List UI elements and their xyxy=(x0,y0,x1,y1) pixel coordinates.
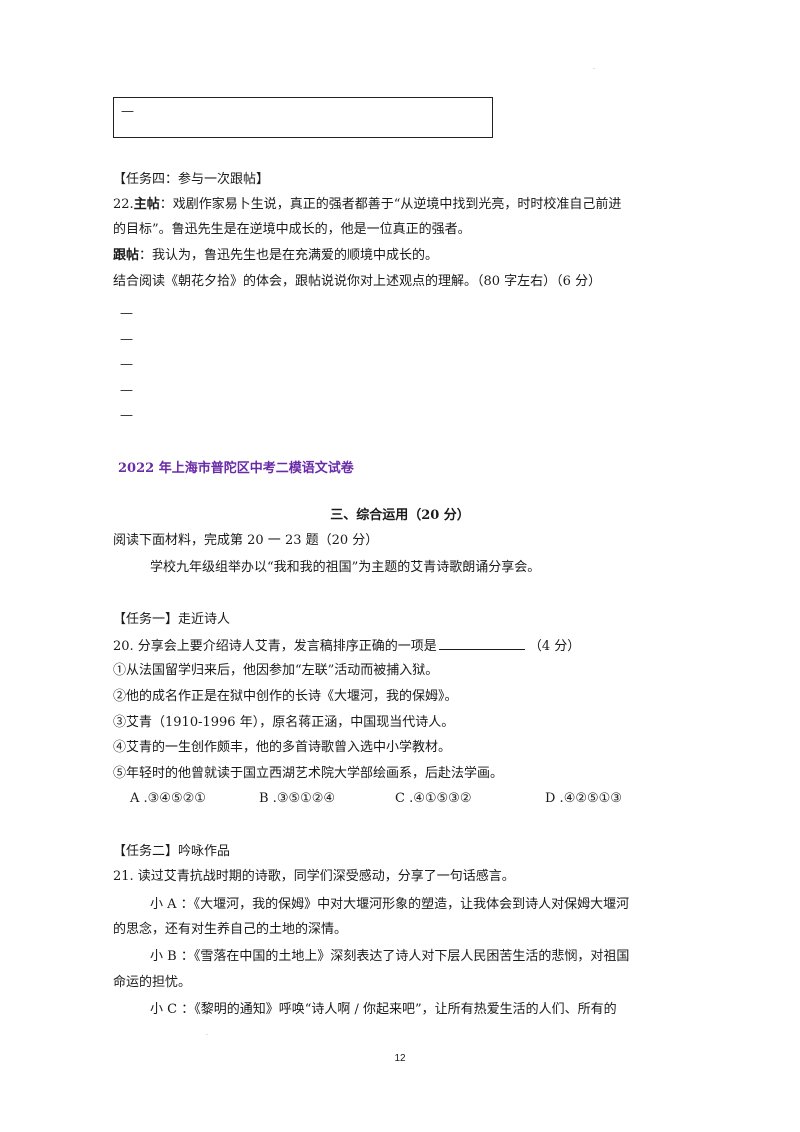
answer-line-5[interactable]: — xyxy=(120,408,133,423)
q20-item-3: ③艾青（1910-1996 年），原名蒋正涵，中国现当代诗人。 xyxy=(113,715,455,730)
answer-line-3[interactable]: — xyxy=(120,357,133,372)
task2-heading: 【任务二】吟咏作品 xyxy=(113,844,231,859)
answer-line-2[interactable]: — xyxy=(120,332,133,347)
section-title: 三、综合运用（20 分） xyxy=(330,508,470,523)
q20-score: （4 分） xyxy=(528,639,581,654)
q20-stem: 20. 分享会上要介绍诗人艾青，发言稿排序正确的一项是 （4 分） xyxy=(113,637,580,655)
page-number: 12 xyxy=(394,1053,406,1064)
q22-reply-post: 跟帖：我认为，鲁迅先生也是在充满爱的顺境中成长的。 xyxy=(113,248,438,264)
event-line: 学校九年级组举办以“我和我的祖国”为主题的艾青诗歌朗诵分享会。 xyxy=(150,560,541,575)
scan-mark: . xyxy=(593,64,595,71)
q20-item-1: ①从法国留学归来后，他因参加“左联”活动而被捕入狱。 xyxy=(113,663,439,678)
student-b-line2: 命运的担忧。 xyxy=(113,975,192,990)
answer-line-1[interactable]: — xyxy=(120,306,133,321)
reading-intro: 阅读下面材料，完成第 20 一 23 题（20 分） xyxy=(113,533,379,548)
q22-instruction: 结合阅读《朝花夕拾》的体会，跟帖说说你对上述观点的理解。（80 字左右）（6 分… xyxy=(113,274,602,289)
q20-item-4: ④艾青的一生创作颇丰，他的多首诗歌曾入选中小学教材。 xyxy=(113,740,452,755)
student-a-line1: 小 A ：《大堰河，我的保姆》中对大堰河形象的塑造，让我体会到诗人对保姆大堰河 xyxy=(150,897,630,912)
student-c-line1: 小 C ：《黎明的通知》呼唤“诗人啊 / 你起来吧”，让所有热爱生活的人们、所有… xyxy=(150,1002,617,1017)
answer-line-4[interactable]: — xyxy=(120,383,133,398)
q20-answer-blank[interactable] xyxy=(438,637,525,650)
q22-main-post-line2: 的目标”。鲁迅先生是在逆境中成长的，他是一位真正的强者。 xyxy=(113,222,471,237)
q21-stem: 21. 读过艾青抗战时期的诗歌，同学们深受感动，分享了一句话感言。 xyxy=(113,869,515,884)
q20-prefix: 20. 分享会上要介绍诗人艾青，发言稿排序正确的一项是 xyxy=(113,639,437,654)
scan-mark-bottom: . xyxy=(206,1030,208,1037)
main-post-text: ：戏剧作家易卜生说，真正的强者都善于“从逆境中找到光亮，时时校准自己前进 xyxy=(159,197,622,212)
reply-label: 跟帖 xyxy=(113,248,140,263)
q20-option-c[interactable]: C .④①⑤③② xyxy=(395,791,472,806)
task4-heading: 【任务四：参与一次跟帖】 xyxy=(113,172,270,187)
main-post-label: 主帖 xyxy=(133,197,160,212)
q20-option-b[interactable]: B .③⑤①②④ xyxy=(259,791,336,806)
q20-option-a[interactable]: A .③④⑤②① xyxy=(130,791,206,806)
task1-heading: 【任务一】走近诗人 xyxy=(113,612,231,627)
q20-option-d[interactable]: D .④②⑤①③ xyxy=(545,791,622,806)
student-a-line2: 的思念，还有对生养自己的土地的深情。 xyxy=(113,922,348,937)
q22-number: 22. xyxy=(113,197,134,212)
reply-text: ：我认为，鲁迅先生也是在充满爱的顺境中成长的。 xyxy=(139,248,439,263)
student-b-line1: 小 B ：《雪落在中国的土地上》深刻表达了诗人对下层人民困苦生活的悲悯，对祖国 xyxy=(150,949,630,964)
answer-box[interactable]: — xyxy=(113,97,493,138)
q20-item-5: ⑤年轻时的他曾就读于国立西湖艺术院大学部绘画系，后赴法学画。 xyxy=(113,766,504,781)
answer-dash: — xyxy=(121,104,134,119)
q20-item-2: ②他的成名作正是在狱中创作的长诗《大堰河，我的保姆》。 xyxy=(113,689,458,704)
exam-title: 2022 年上海市普陀区中考二模语文试卷 xyxy=(118,461,354,476)
q22-main-post-line1: 22.主帖：戏剧作家易卜生说，真正的强者都善于“从逆境中找到光亮，时时校准自己前… xyxy=(113,197,621,213)
